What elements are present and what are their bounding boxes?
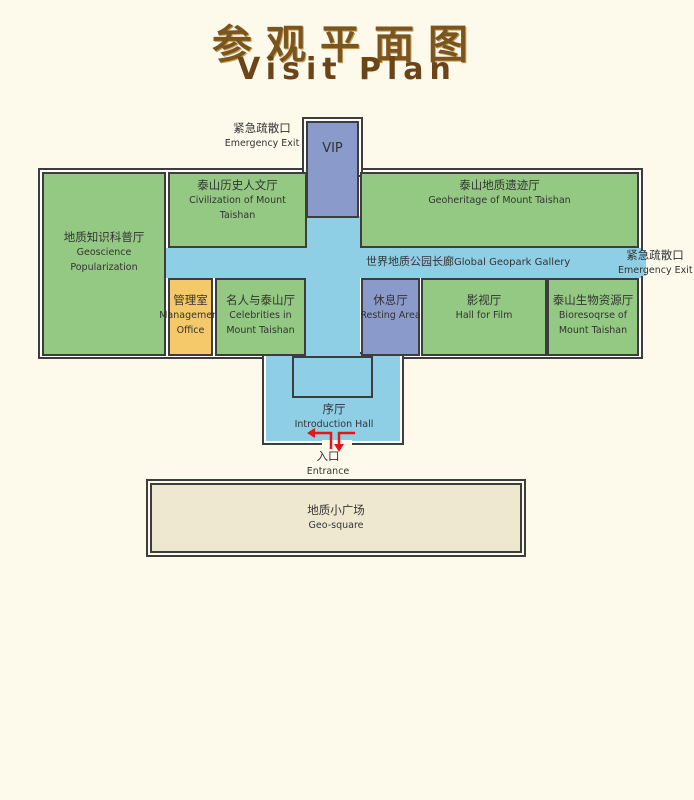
room-bioresource[interactable]: 泰山生物资源厅 Bioresoqrse of Mount Taishan [547,278,639,356]
emergency-exit-right[interactable]: 紧急疏散口 Emergency Exit [618,248,693,278]
exit-top-en: Emergency Exit [224,138,300,149]
entrance-en: Entrance [306,466,350,477]
management-en2: Office [176,325,205,336]
film-cn: 影视厅 [466,293,502,307]
geoscience-cn: 地质知识科普厅 [63,229,145,244]
gallery-cn: 世界地质公园长廊 [366,255,454,268]
room-celebrities[interactable]: 名人与泰山厅 Celebrities in Mount Taishan [215,278,306,356]
celebrities-en1: Celebrities in [229,310,292,321]
geoheritage-en: Geoheritage of Mount Taishan [428,195,571,206]
emergency-exit-top[interactable]: 紧急疏散口 Emergency Exit [222,121,302,151]
entrance-cn: 入口 [316,449,340,463]
civilization-cn: 泰山历史人文厅 [197,178,278,192]
title-english: Visit Plan [237,52,457,87]
main-corridor [165,248,641,278]
resting-en: Resting Area [360,310,421,321]
intro-en: Introduction Hall [294,419,374,430]
exit-right-gap [638,250,646,276]
square-cn: 地质小广场 [307,503,365,517]
title-chinese: 参观平面图 [212,22,482,68]
room-resting[interactable]: 休息厅 Resting Area [360,278,421,356]
bioresource-cn: 泰山生物资源厅 [552,293,634,307]
square-en: Geo-square [308,520,364,531]
intro-cn: 序厅 [322,402,346,416]
geoscience-en: Geoscience Popularization [70,246,138,273]
room-vip[interactable]: VIP [306,121,359,218]
entrance-label: 入口 Entrance [300,449,356,479]
management-en1: Management [159,310,222,321]
exit-right-cn: 紧急疏散口 [626,248,684,262]
management-cn: 管理室 [173,293,208,307]
vip-label: VIP [322,141,343,156]
room-film[interactable]: 影视厅 Hall for Film [421,278,547,356]
room-geoscience[interactable]: 地质知识科普厅 Geoscience Popularization [42,172,166,356]
geo-square[interactable]: 地质小广场 Geo-square [150,483,522,553]
intro-label[interactable]: 序厅 Introduction Hall [280,402,388,432]
celebrities-cn: 名人与泰山厅 [226,293,295,307]
room-geoheritage[interactable]: 泰山地质遗迹厅 Geoheritage of Mount Taishan [360,172,639,248]
civilization-en: Civilization of Mount Taishan [189,195,286,221]
gallery-label: 世界地质公园长廊Global Geopark Gallery [366,253,570,269]
exit-right-en: Emergency Exit [618,265,693,276]
intro-inner-box [292,356,373,398]
room-civilization[interactable]: 泰山历史人文厅 Civilization of Mount Taishan [168,172,307,248]
bioresource-en1: Bioresoqrse of [558,310,628,321]
resting-cn: 休息厅 [373,293,408,307]
entrance-arrows-icon [307,428,355,452]
vertical-corridor [306,216,360,356]
exit-top-cn: 紧急疏散口 [233,121,291,135]
film-en: Hall for Film [455,310,513,321]
celebrities-en2: Mount Taishan [226,325,295,336]
gallery-en: Global Geopark Gallery [454,257,571,268]
geoheritage-cn: 泰山地质遗迹厅 [459,178,540,192]
bioresource-en2: Mount Taishan [558,325,628,336]
room-management[interactable]: 管理室 Management Office [159,278,222,356]
